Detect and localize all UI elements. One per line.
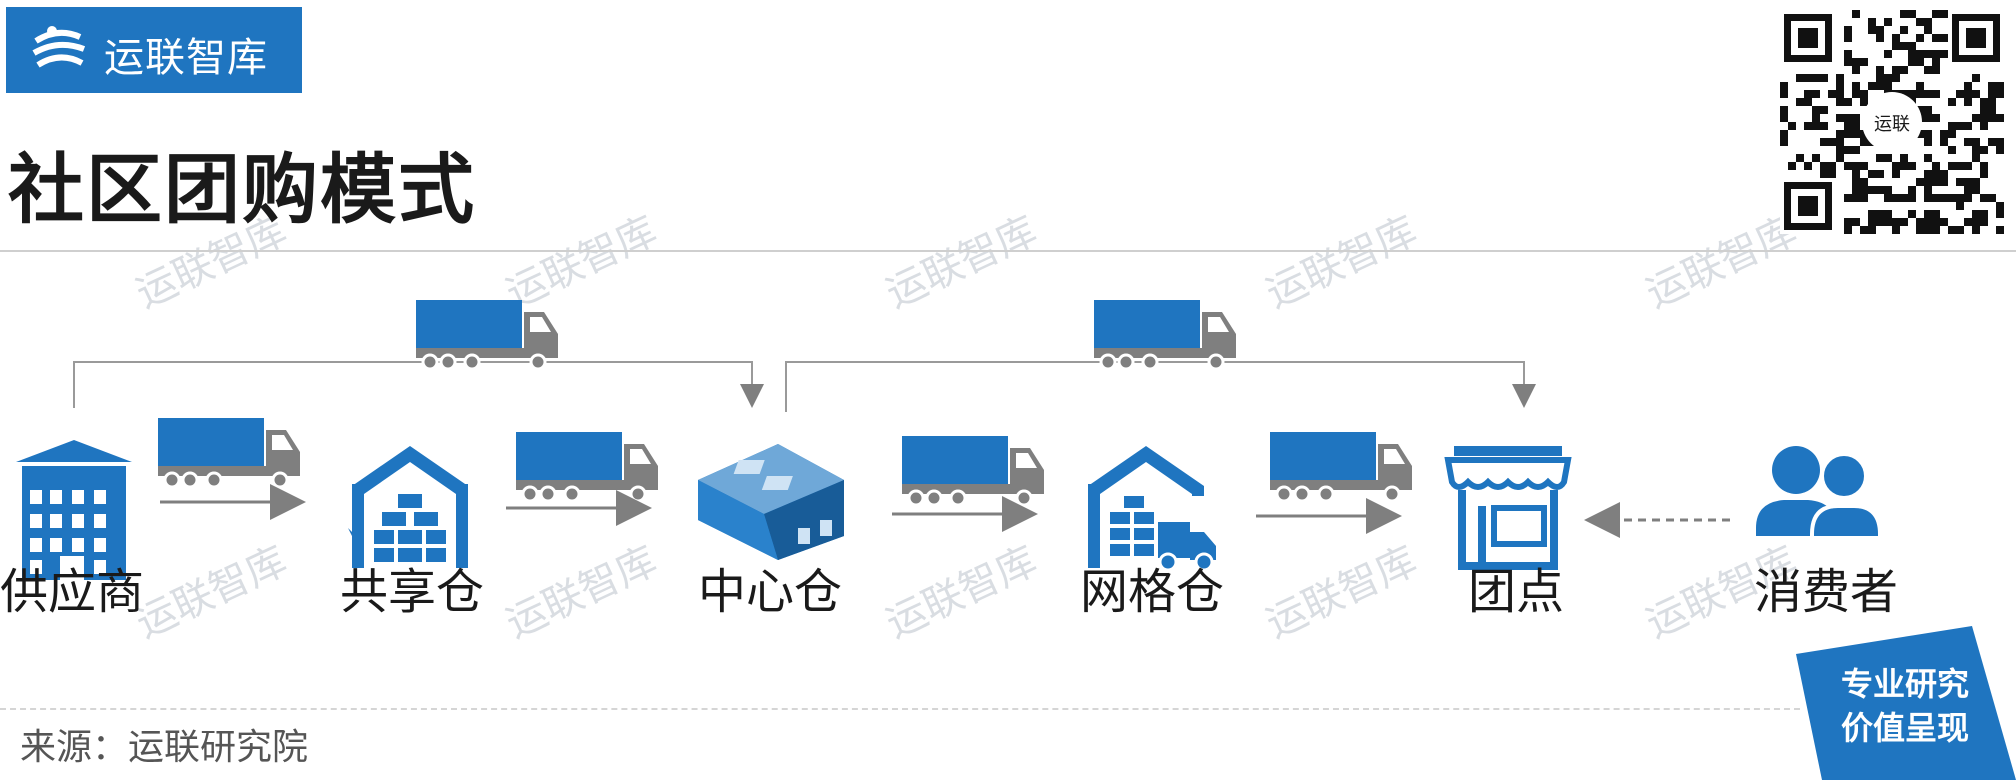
truck-icon [156, 416, 302, 489]
warehouse-icon [348, 446, 468, 568]
truck-icon [900, 434, 1046, 507]
node-label-shared: 共享仓 [340, 564, 484, 620]
connector-supplier-center [73, 361, 764, 408]
page-title: 社区团购模式 [8, 145, 476, 234]
brand-logo: 运联智库 [6, 7, 302, 93]
truck-icon [1092, 298, 1238, 371]
node-label-grid: 网格仓 [1080, 564, 1224, 620]
badge-shape [1796, 626, 2016, 780]
people-icon [1756, 446, 1882, 540]
qr-code: 运联 [1780, 10, 2004, 234]
qr-logo-text: 运联 [1874, 114, 1910, 135]
building-icon [16, 440, 132, 580]
warehouse-truck-icon [1088, 446, 1216, 572]
source-note: 来源：运联研究院 [20, 727, 309, 768]
connector-center-group [785, 361, 1536, 412]
badge-text: 专业研究 价值呈现 [1820, 662, 1990, 750]
node-label-consumer: 消费者 [1754, 564, 1898, 620]
brand-name: 运联智库 [104, 35, 268, 81]
node-label-center: 中心仓 [698, 564, 842, 620]
node-label-supplier: 供应商 [0, 564, 144, 620]
truck-icon [414, 298, 560, 371]
footer-divider [0, 708, 1800, 710]
store-icon [1444, 446, 1572, 570]
truck-icon [1268, 430, 1414, 503]
node-label-group: 团点 [1468, 564, 1564, 620]
brand-swirl-icon [32, 26, 86, 68]
badge-line-1: 专业研究 [1840, 665, 1969, 703]
truck-icon [514, 430, 660, 503]
badge-line-2: 价值呈现 [1840, 709, 1969, 747]
header-divider [0, 250, 2016, 252]
distribution-center-icon [698, 444, 844, 560]
